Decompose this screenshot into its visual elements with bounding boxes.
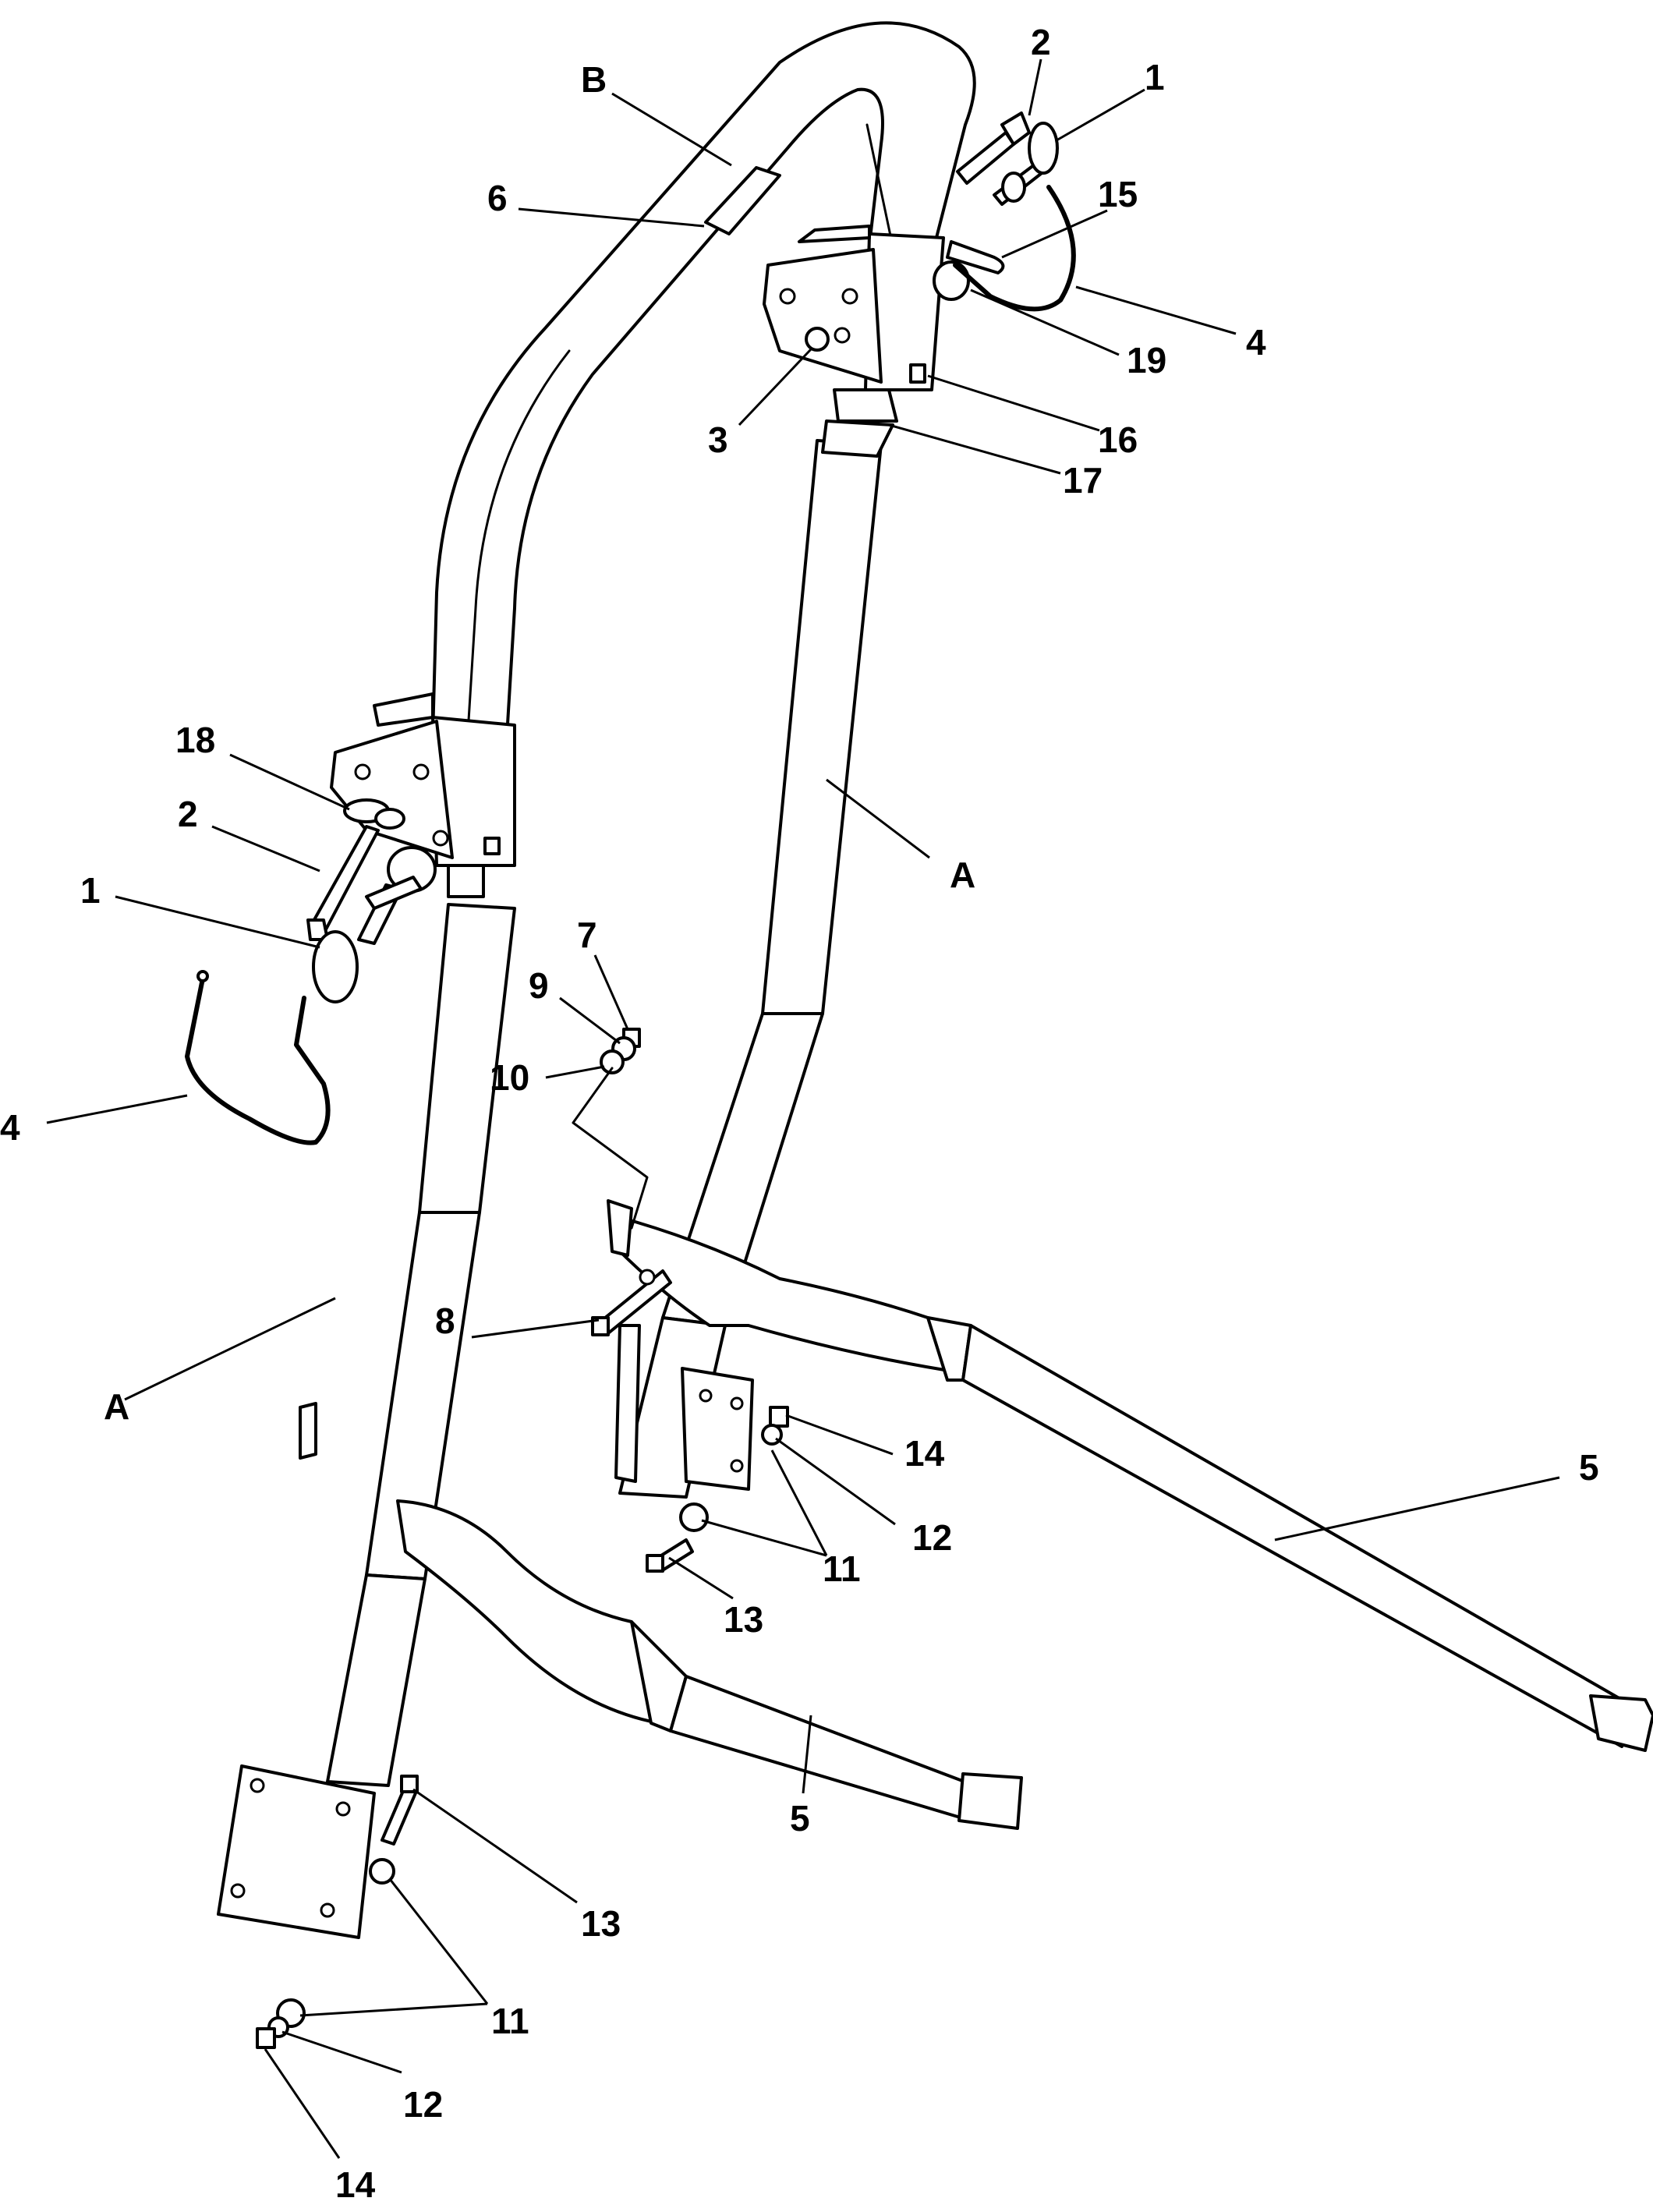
- callout-labels: B A A 1 2 15 4 19 6 3 16 17 18 2 1 4 7 9…: [0, 22, 1599, 2205]
- label-1-top: 1: [1145, 57, 1165, 97]
- label-8: 8: [435, 1301, 455, 1341]
- seat-belt-left: [217, 1402, 1023, 1939]
- label-10: 10: [490, 1057, 529, 1098]
- label-13-low: 13: [581, 1903, 621, 1944]
- bolt-13-low: [381, 1784, 419, 1846]
- label-7: 7: [577, 915, 597, 955]
- label-1-left: 1: [80, 870, 101, 911]
- hinge-bracket-right: [763, 225, 926, 458]
- washer-10: [600, 1049, 625, 1074]
- bolt-2-left: [310, 825, 380, 931]
- nut-14-low: [256, 2027, 276, 2049]
- label-2-top: 2: [1031, 22, 1051, 62]
- foot-plate-right: [681, 1367, 754, 1491]
- washer-19: [933, 260, 970, 301]
- pin-assembly-right: [933, 111, 1076, 312]
- foot-plate-left: [217, 1764, 376, 1939]
- label-3: 3: [708, 419, 728, 460]
- label-2-left: 2: [178, 794, 198, 834]
- label-12-low: 12: [403, 2084, 443, 2125]
- seat-belt-right: [607, 1199, 1653, 1752]
- leader-lines: [46, 58, 1560, 2159]
- top-hoop-b: [431, 21, 976, 738]
- nut-14-mid: [769, 1406, 789, 1428]
- label-a-left: A: [104, 1386, 129, 1427]
- label-11-mid: 11: [823, 1548, 861, 1589]
- label-6: 6: [487, 178, 508, 218]
- label-17: 17: [1063, 460, 1103, 501]
- label-14-mid: 14: [904, 1433, 945, 1474]
- label-b: B: [581, 59, 607, 100]
- pin-1-left: [312, 930, 359, 1003]
- label-5-low: 5: [790, 1798, 810, 1839]
- label-a-right: A: [950, 855, 975, 895]
- label-5-right: 5: [1579, 1447, 1599, 1488]
- rops-frame: [326, 21, 976, 1787]
- label-12-mid: 12: [912, 1517, 952, 1558]
- hardware-low: [256, 1775, 419, 2049]
- hardware-mid: [572, 1028, 789, 1573]
- label-9: 9: [529, 965, 549, 1006]
- hinge-bracket-left: [330, 692, 501, 898]
- lanyard-4-right: [953, 185, 1076, 312]
- washer-11-low: [369, 1858, 395, 1885]
- label-13-mid: 13: [724, 1599, 763, 1640]
- label-15: 15: [1098, 174, 1138, 214]
- label-18: 18: [175, 720, 215, 760]
- washer-11-mid: [679, 1502, 709, 1532]
- right-upright-tube: [761, 439, 883, 1015]
- label-4-left: 4: [0, 1107, 20, 1148]
- nut-3: [805, 327, 830, 352]
- label-14-low: 14: [335, 2164, 376, 2205]
- label-19: 19: [1127, 340, 1166, 380]
- belt-5-low-strap: [669, 1675, 976, 1822]
- decal-6: [704, 166, 781, 235]
- label-16: 16: [1098, 419, 1138, 460]
- clip-15: [946, 240, 1005, 274]
- label-4-right: 4: [1246, 322, 1266, 363]
- label-11-low: 11: [491, 2001, 529, 2041]
- lanyard-4-left: [185, 976, 331, 1145]
- pin-assembly-left: [185, 825, 437, 1145]
- bolt-16: [909, 363, 926, 384]
